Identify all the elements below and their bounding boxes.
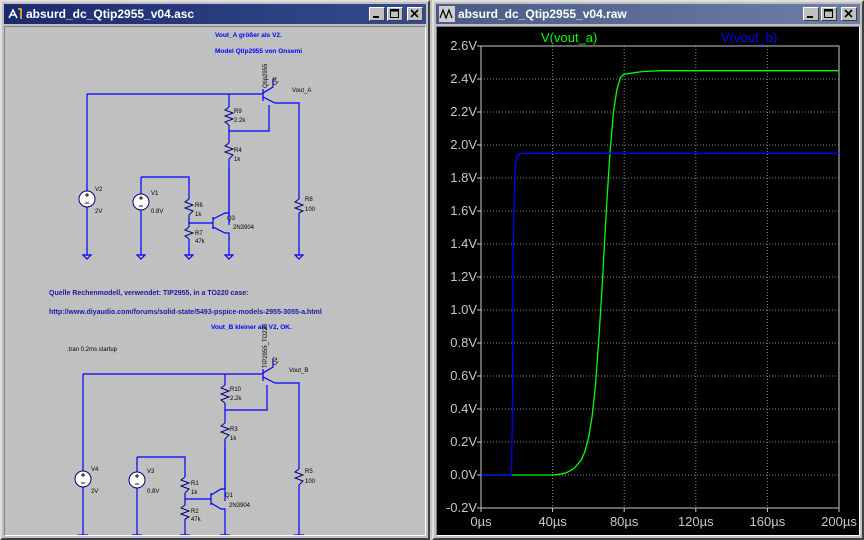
y-tick-label: 1.0V: [450, 302, 477, 317]
minimize-button[interactable]: [369, 7, 385, 21]
y-tick-label: 0.0V: [450, 467, 477, 482]
y-tick-label: 1.4V: [450, 236, 477, 251]
r7-name: R7: [195, 231, 203, 237]
r5-value: 100: [305, 479, 316, 485]
waveform-titlebar[interactable]: absurd_dc_Qtip2955_v04.raw: [436, 4, 860, 24]
r3-value: 1k: [230, 436, 237, 442]
minimize-icon: [807, 16, 813, 18]
legend-item[interactable]: V(vout_b): [721, 30, 778, 45]
waveform-window[interactable]: absurd_dc_Qtip2955_v04.raw V(vout_a)V(vo…: [432, 0, 864, 540]
x-tick-label: 200µs: [821, 514, 857, 529]
x-tick-label: 120µs: [677, 514, 714, 529]
v1-name: V1: [151, 191, 159, 197]
schematic-drawing: [74, 79, 305, 535]
r4-name: R4: [234, 148, 242, 154]
maximize-icon: [824, 9, 833, 18]
y-tick-label: 1.8V: [450, 170, 477, 185]
v4-name: V4: [91, 467, 99, 473]
net-vout-b: Vout_B: [289, 368, 309, 374]
q4-model-label: Qtip2955: [263, 63, 269, 88]
series-line-vvouta: [481, 70, 839, 476]
schematic-titlebar[interactable]: absurd_dc_Qtip2955_v04.asc: [4, 4, 426, 24]
note-source: Quelle Rechenmodell, verwendet: TIP2955,…: [49, 290, 249, 297]
note-vout-a: Vout_A größer als V2.: [215, 32, 282, 39]
schematic-window[interactable]: absurd_dc_Qtip2955_v04.asc: [0, 0, 430, 540]
note-model: Model Qtip2955 von Onsemi: [215, 48, 303, 55]
v4-value: 2V: [91, 489, 99, 495]
r8-value: 100: [305, 207, 316, 213]
plot-pane[interactable]: V(vout_a) V(vout_b) -0.2V 0.0V 0.2V 0.4V 0.6V…: [436, 26, 860, 536]
v3-value: 0.8V: [147, 489, 160, 495]
x-tick-label: 160µs: [749, 514, 786, 529]
y-tick-label: 1.2V: [450, 269, 477, 284]
plot-frame: [480, 45, 840, 509]
y-tick-label: 0.4V: [450, 401, 477, 416]
r10-name: R10: [230, 387, 242, 393]
r7-value: 47k: [195, 239, 205, 245]
waveform-plot[interactable]: [437, 27, 860, 536]
waveform-app-icon: [439, 6, 455, 22]
x-tick-label: 40µs: [538, 514, 567, 529]
close-icon: [844, 9, 853, 18]
r4-value: 1k: [234, 157, 241, 163]
r6-value: 1k: [195, 212, 202, 218]
q2-name-label: Q2: [273, 356, 279, 365]
close-button[interactable]: [841, 7, 857, 21]
y-tick-label: 0.2V: [450, 434, 477, 449]
r3-name: R3: [230, 427, 238, 433]
r8-name: R8: [305, 197, 313, 203]
y-tick-label: 2.6V: [450, 38, 477, 53]
q3-name: Q3: [227, 216, 236, 222]
y-tick-label: 2.2V: [450, 104, 477, 119]
r10-value: 2.2k: [230, 396, 242, 402]
maximize-icon: [390, 9, 399, 18]
waveform-window-title: absurd_dc_Qtip2955_v04.raw: [458, 7, 627, 21]
q3-model: 2N3904: [233, 225, 255, 231]
q4-name-label: Q4: [273, 76, 279, 85]
r1-name: R1: [191, 481, 199, 487]
y-tick-label: 2.4V: [450, 71, 477, 86]
maximize-button[interactable]: [821, 7, 837, 21]
schematic-canvas[interactable]: Vout_A größer als V2. Model Qtip2955 von…: [4, 26, 426, 536]
y-tick-label: 0.6V: [450, 368, 477, 383]
q1-name: Q1: [225, 493, 234, 499]
v1-value: 0.8V: [151, 209, 164, 215]
close-icon: [410, 9, 419, 18]
tran-directive: .tran 0.2ms startup: [67, 347, 118, 353]
r2-value: 47k: [191, 517, 201, 523]
y-tick-label: -0.2V: [445, 500, 477, 515]
y-tick-label: 1.6V: [450, 203, 477, 218]
y-tick-label: 0.8V: [450, 335, 477, 350]
r9-name: R9: [234, 109, 242, 115]
y-tick-label: 2.0V: [450, 137, 477, 152]
x-tick-label: 80µs: [609, 514, 639, 529]
minimize-button[interactable]: [803, 7, 819, 21]
schematic-window-title: absurd_dc_Qtip2955_v04.asc: [26, 7, 195, 21]
v3-name: V3: [147, 469, 155, 475]
r5-name: R5: [305, 469, 313, 475]
legend-item[interactable]: V(vout_a): [541, 30, 598, 45]
note-url[interactable]: http://www.diyaudio.com/forums/solid-sta…: [49, 309, 322, 316]
v2-name: V2: [95, 187, 103, 193]
q2-model-label: TIP2955_TO220: [263, 323, 269, 368]
x-tick-label: 0µs: [470, 514, 492, 529]
v2-value: 2V: [95, 209, 103, 215]
r9-value: 2.2k: [234, 118, 246, 124]
series-line-vvoutb: [481, 152, 839, 476]
r1-value: 1k: [191, 490, 198, 496]
r2-name: R2: [191, 509, 199, 515]
minimize-icon: [373, 16, 379, 18]
net-vout-a: Vout_A: [292, 88, 312, 94]
note-vout-b: Vout_B kleiner als V2, OK.: [211, 324, 292, 331]
close-button[interactable]: [407, 7, 423, 21]
maximize-button[interactable]: [387, 7, 403, 21]
q1-model: 2N3904: [229, 503, 251, 509]
r6-name: R6: [195, 203, 203, 209]
schematic-app-icon: [7, 6, 23, 22]
